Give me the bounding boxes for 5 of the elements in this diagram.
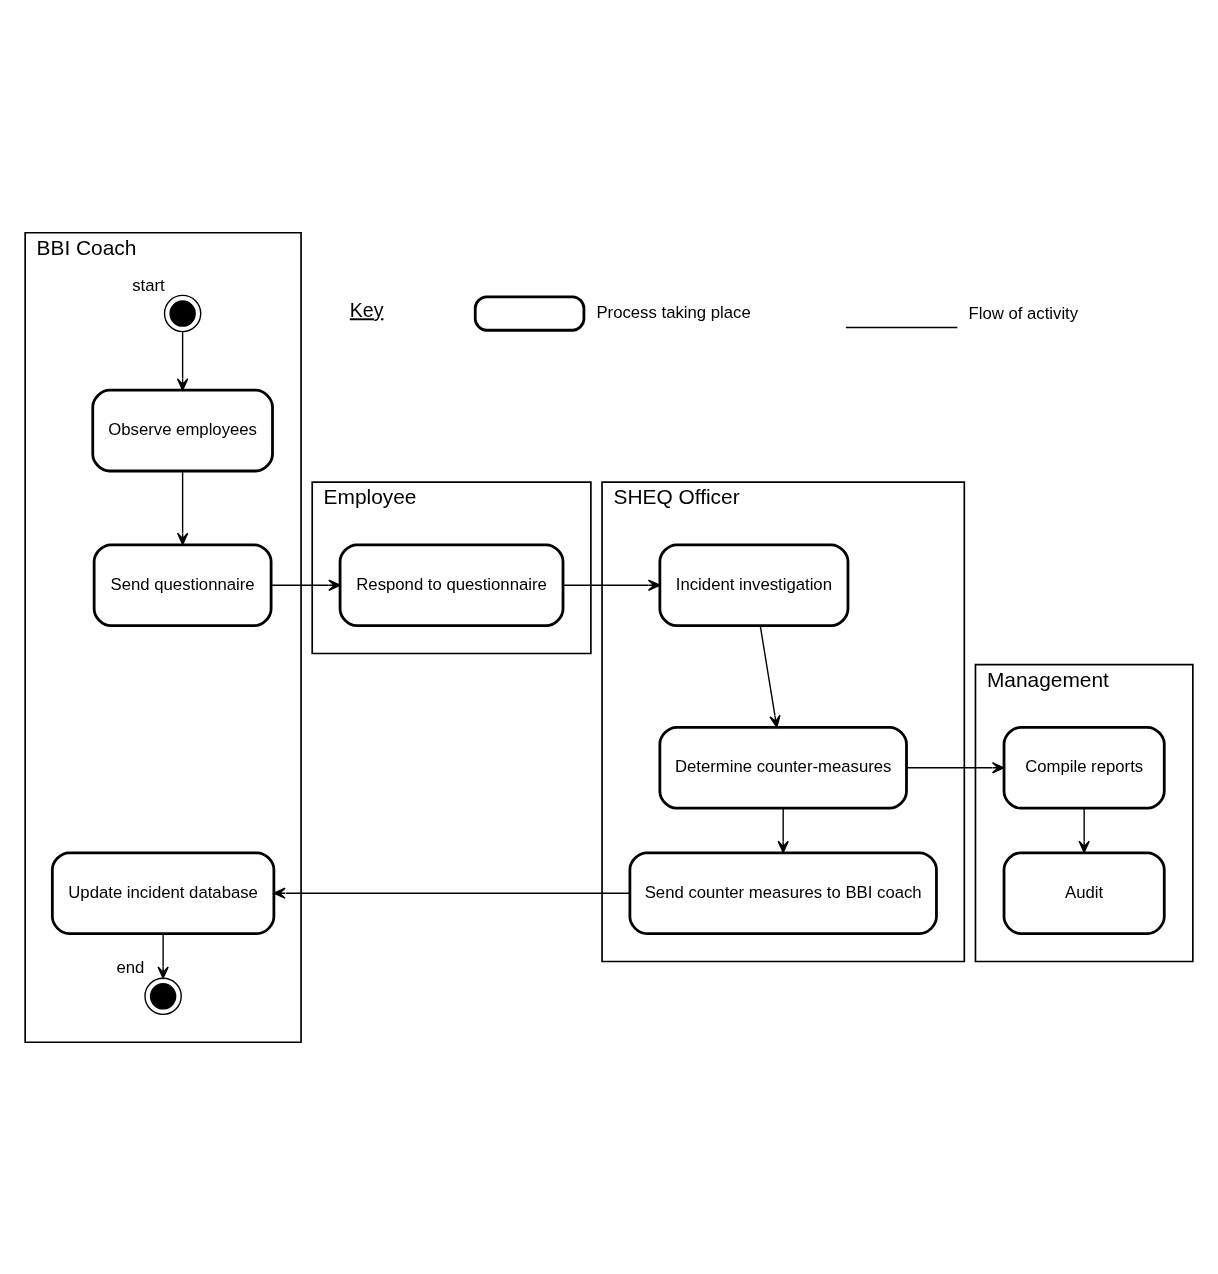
- node-label: start: [132, 275, 165, 295]
- label: Key: [349, 298, 384, 321]
- legend-label: Flow of activity: [968, 303, 1079, 323]
- node-label: end: [116, 957, 145, 977]
- legend-label: Process taking place: [596, 302, 751, 322]
